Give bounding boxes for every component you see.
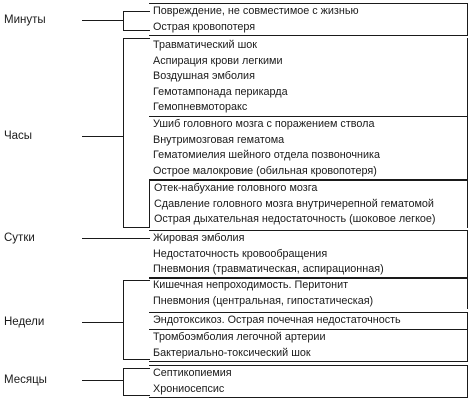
cause-item: Внутримозговая гематома [153,133,285,146]
cause-item: Гематомиелия шейного отдела позвоночника [153,149,381,162]
weeks-cause-box-3: Тромбоэмболия легочной артерии Бактериал… [149,330,468,363]
cause-item: Острая дыхательная недостаточность (шоко… [154,213,436,226]
period-label-days: Сутки [4,232,35,244]
cause-item: Острое малокровие (обильная кровопотеря) [153,164,377,177]
weeks-cause-box-2: Эндотоксикоз. Острая почечная недостаточ… [149,312,468,330]
days-cause-box: Жировая эмболия Недостаточность кровообр… [149,230,468,279]
period-label-hours: Часы [4,130,33,142]
weeks-cause-box-1: Кишечная непроходимость. Перитонит Пневм… [149,277,468,310]
period-label-months: Месяцы [4,374,47,386]
cause-item: Ушиб головного мозга с поражением ствола [153,118,375,130]
period-label-minutes: Минуты [4,14,46,26]
cause-item: Отек-набухание головного мозга [154,182,318,194]
cause-item: Септикопиемия [153,367,232,379]
cause-item: Пневмония (центральная, гипостатическая) [153,294,374,307]
cause-item: Повреждение, не совместимое с жизнью [153,5,359,17]
months-cause-box: Септикопиемия Хрониосепсис [149,365,468,399]
cause-item: Пневмония (травматическая, аспирационная… [153,263,384,276]
cause-item: Гемотампонада перикарда [153,85,288,98]
cause-item: Эндотоксикоз. Острая почечная недостаточ… [153,314,401,326]
cause-item: Воздушная эмболия [153,70,255,83]
hours-cause-box-3: Отек-набухание головного мозга Сдавление… [149,180,468,228]
cause-item: Кишечная непроходимость. Перитонит [153,279,349,291]
minutes-cause-box: Повреждение, не совместимое с жизнью Ост… [149,3,468,37]
cause-item: Бактериально-токсический шок [153,346,311,359]
hours-cause-box-2: Ушиб головного мозга с поражением ствола… [149,116,468,181]
cause-item: Гемопневмоторакс [153,101,248,114]
cause-item: Хрониосепсис [153,382,225,395]
cause-item: Острая кровопотеря [153,20,256,33]
cause-item: Тромбоэмболия легочной артерии [153,331,326,343]
hours-cause-box-1: Травматический шок Аспирация крови легки… [149,38,468,116]
cause-item: Жировая эмболия [153,232,245,244]
cause-item: Сдавление головного мозга внутричерепной… [154,197,434,210]
cause-item: Травматический шок [153,39,257,51]
cause-item: Аспирация крови легкими [153,54,283,67]
cause-item: Недостаточность кровообращения [153,247,328,260]
period-label-weeks: Недели [4,316,45,328]
